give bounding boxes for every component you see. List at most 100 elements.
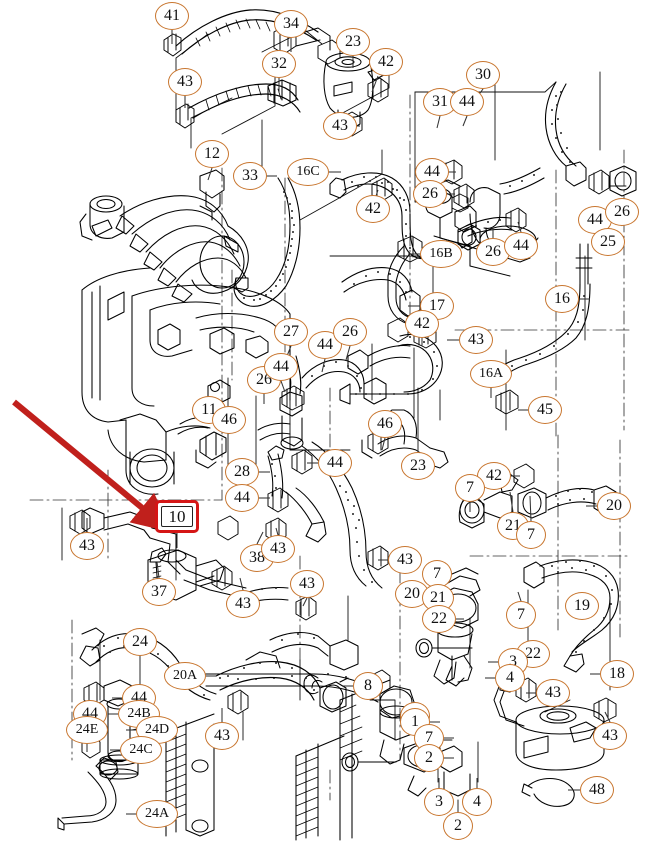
leader-line-26 <box>345 345 351 361</box>
callout-24C[interactable]: 24C <box>120 736 162 764</box>
callout-label: 43 <box>299 575 315 592</box>
callout-4[interactable]: 4 <box>495 664 525 692</box>
callout-label: 3 <box>435 793 443 810</box>
callout-43[interactable]: 43 <box>536 679 570 707</box>
leader-line-44 <box>280 380 286 393</box>
callout-43[interactable]: 43 <box>168 68 202 96</box>
callout-42[interactable]: 42 <box>405 310 439 338</box>
leader-line-44 <box>517 221 522 233</box>
callout-16B[interactable]: 16B <box>420 240 462 268</box>
callout-8[interactable]: 8 <box>353 672 383 700</box>
callout-label: 18 <box>609 665 625 682</box>
callout-26[interactable]: 26 <box>605 198 639 226</box>
callout-7[interactable]: 7 <box>506 601 536 629</box>
callout-12[interactable]: 12 <box>195 140 229 168</box>
callout-43[interactable]: 43 <box>593 722 627 750</box>
callout-43[interactable]: 43 <box>70 532 104 560</box>
callout-24A[interactable]: 24A <box>136 800 178 828</box>
leader-line-46 <box>381 437 386 451</box>
callout-label: 16 <box>554 290 570 307</box>
callout-18[interactable]: 18 <box>600 660 634 688</box>
callout-24D[interactable]: 24D <box>136 716 178 744</box>
callout-16C[interactable]: 16C <box>287 158 329 186</box>
callout-label: 26 <box>422 185 438 202</box>
callout-25[interactable]: 25 <box>591 228 625 256</box>
callout-30[interactable]: 30 <box>466 61 500 89</box>
callout-label: 44 <box>234 489 250 506</box>
callout-7[interactable]: 7 <box>516 521 546 549</box>
leader-line-44 <box>462 115 468 127</box>
callout-label: 4 <box>473 793 481 810</box>
callout-26[interactable]: 26 <box>413 180 447 208</box>
callout-22[interactable]: 22 <box>422 605 456 633</box>
callout-45[interactable]: 45 <box>528 396 562 424</box>
callout-43[interactable]: 43 <box>290 570 324 598</box>
callout-23[interactable]: 23 <box>401 452 435 480</box>
callout-20A[interactable]: 20A <box>164 662 206 690</box>
callout-4[interactable]: 4 <box>462 788 492 816</box>
callout-31[interactable]: 31 <box>423 88 457 116</box>
callout-44[interactable]: 44 <box>450 88 484 116</box>
callout-23[interactable]: 23 <box>336 28 370 56</box>
callout-46[interactable]: 46 <box>368 410 402 438</box>
callout-label: 41 <box>164 7 180 24</box>
callout-label: 43 <box>235 595 251 612</box>
callout-2[interactable]: 2 <box>414 744 444 772</box>
callout-label: 2 <box>425 749 433 766</box>
callout-43[interactable]: 43 <box>226 590 260 618</box>
callout-42[interactable]: 42 <box>369 48 403 76</box>
callout-7[interactable]: 7 <box>422 560 452 588</box>
leader-line-37 <box>156 561 160 579</box>
callout-43[interactable]: 43 <box>205 722 239 750</box>
callout-3[interactable]: 3 <box>424 788 454 816</box>
callout-27[interactable]: 27 <box>274 318 308 346</box>
callout-label: 43 <box>270 540 286 557</box>
callout-44[interactable]: 44 <box>318 449 352 477</box>
callout-16[interactable]: 16 <box>545 285 579 313</box>
callout-42[interactable]: 42 <box>356 195 390 223</box>
callout-label: 24 <box>132 633 148 650</box>
callout-19[interactable]: 19 <box>565 592 599 620</box>
callout-43[interactable]: 43 <box>388 546 422 574</box>
callout-44[interactable]: 44 <box>264 353 298 381</box>
callout-label: 20 <box>404 585 420 602</box>
callout-label: 21 <box>430 589 446 606</box>
callout-17[interactable]: 17 <box>420 292 454 320</box>
callout-44[interactable]: 44 <box>504 232 538 260</box>
callout-2[interactable]: 2 <box>443 812 473 840</box>
callout-46[interactable]: 46 <box>212 406 246 434</box>
callout-label: 43 <box>177 73 193 90</box>
callout-43[interactable]: 43 <box>459 326 493 354</box>
callout-24[interactable]: 24 <box>123 628 157 656</box>
callout-label: 2 <box>454 817 462 834</box>
callout-44[interactable]: 44 <box>308 331 342 359</box>
callout-33[interactable]: 33 <box>233 162 267 190</box>
callout-32[interactable]: 32 <box>262 50 296 78</box>
callout-label: 44 <box>317 336 333 353</box>
highlighted-part-callout-10[interactable]: 10 <box>155 500 199 533</box>
callout-20[interactable]: 20 <box>597 492 631 520</box>
leader-line-43 <box>239 577 244 591</box>
callout-28[interactable]: 28 <box>225 458 259 486</box>
callout-48[interactable]: 48 <box>580 776 614 804</box>
callout-34[interactable]: 34 <box>274 10 308 38</box>
callout-37[interactable]: 37 <box>142 578 176 606</box>
callout-26[interactable]: 26 <box>476 238 510 266</box>
callout-26[interactable]: 26 <box>333 318 367 346</box>
callout-label: 44 <box>424 163 440 180</box>
callout-label: 46 <box>377 415 393 432</box>
callout-44[interactable]: 44 <box>225 484 259 512</box>
callout-43[interactable]: 43 <box>261 535 295 563</box>
callout-24E[interactable]: 24E <box>66 716 108 744</box>
callout-label: 7 <box>433 565 441 582</box>
leader-line-31 <box>436 115 441 129</box>
leader-line-7 <box>517 591 522 602</box>
callout-41[interactable]: 41 <box>155 2 189 30</box>
callout-label: 7 <box>466 479 474 496</box>
callout-16A[interactable]: 16A <box>470 360 512 388</box>
callout-43[interactable]: 43 <box>323 112 357 140</box>
callout-7[interactable]: 7 <box>455 474 485 502</box>
callout-label: 24A <box>144 806 170 821</box>
